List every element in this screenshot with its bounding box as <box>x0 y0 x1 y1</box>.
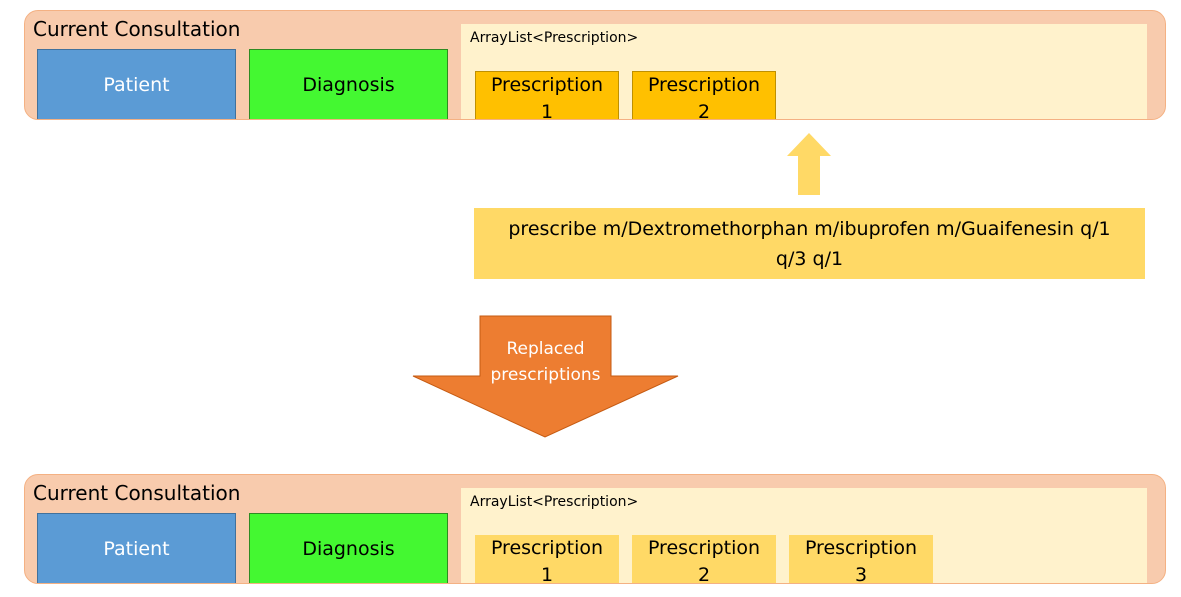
replace-label-line-2: prescriptions <box>490 365 601 385</box>
prescription-number: 2 <box>697 564 711 584</box>
current-consultation-after: Current Consultation Patient Diagnosis A… <box>24 474 1166 584</box>
arraylist-label: ArrayList<Prescription> <box>470 494 639 510</box>
prescription-box: Prescription 1 <box>475 535 619 584</box>
consultation-title: Current Consultation <box>33 17 241 41</box>
replace-label-line-1: Replaced <box>506 339 585 359</box>
command-box: prescribe m/Dextromethorphan m/ibuprofen… <box>474 208 1145 279</box>
prescription-word: Prescription <box>804 537 918 559</box>
prescription-word: Prescription <box>647 537 761 559</box>
prescription-number: 1 <box>540 564 554 584</box>
up-arrow <box>787 133 831 195</box>
prescription-arraylist: ArrayList<Prescription> Prescription 1 P… <box>461 488 1147 584</box>
patient-box: Patient <box>37 513 236 583</box>
prescription-word: Prescription <box>490 537 604 559</box>
diagnosis-box: Diagnosis <box>249 49 448 119</box>
command-line-1: prescribe m/Dextromethorphan m/ibuprofen… <box>508 217 1111 240</box>
diagnosis-box: Diagnosis <box>249 513 448 583</box>
prescription-number: 2 <box>697 101 711 120</box>
current-consultation-before: Current Consultation Patient Diagnosis A… <box>24 10 1166 120</box>
arraylist-label: ArrayList<Prescription> <box>470 30 639 46</box>
prescription-box: Prescription 2 <box>632 71 776 120</box>
replace-down-arrow <box>412 315 679 438</box>
prescription-arraylist: ArrayList<Prescription> Prescription 1 P… <box>461 24 1147 120</box>
replace-label: Replaced prescriptions <box>480 336 611 388</box>
prescription-word: Prescription <box>490 74 604 96</box>
prescription-number: 3 <box>854 564 868 584</box>
prescription-box: Prescription 2 <box>632 535 776 584</box>
prescription-box: Prescription 1 <box>475 71 619 120</box>
patient-box: Patient <box>37 49 236 119</box>
prescription-box: Prescription 3 <box>789 535 933 584</box>
consultation-title: Current Consultation <box>33 481 241 505</box>
prescription-number: 1 <box>540 101 554 120</box>
command-line-2: q/3 q/1 <box>775 247 844 270</box>
prescription-word: Prescription <box>647 74 761 96</box>
